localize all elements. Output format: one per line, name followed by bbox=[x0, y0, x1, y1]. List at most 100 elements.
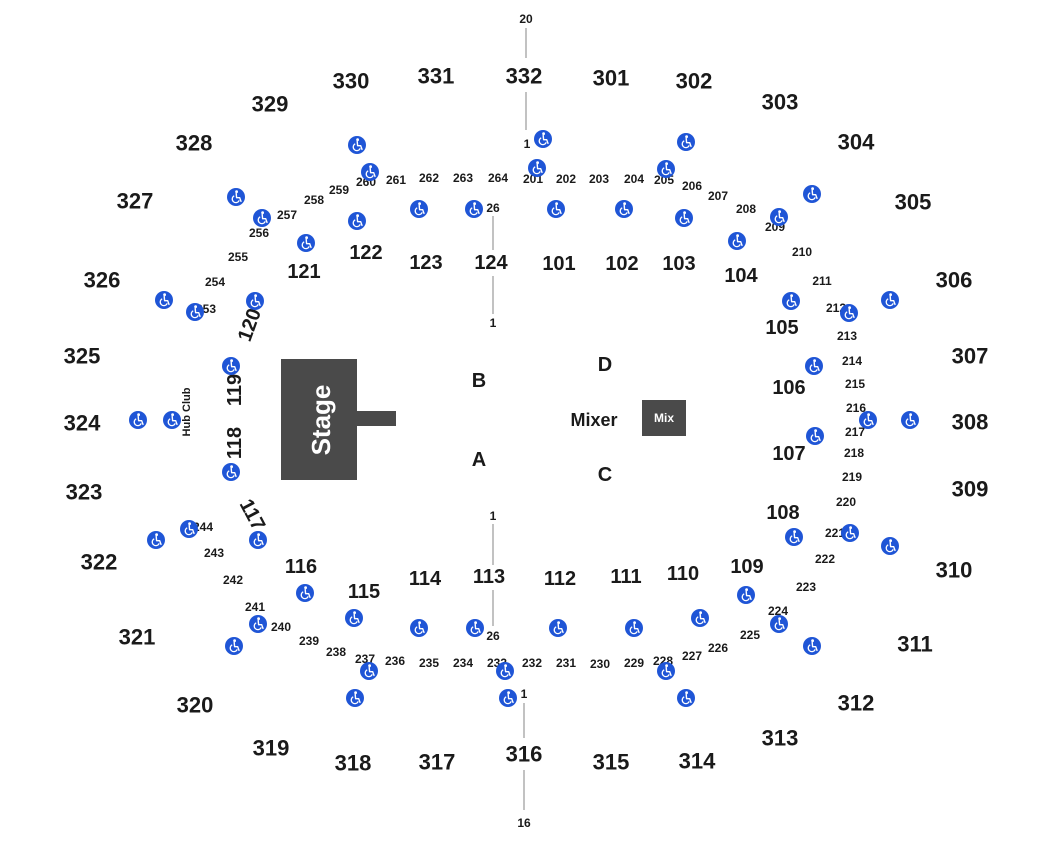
section-204[interactable]: 204 bbox=[624, 172, 644, 186]
section-202[interactable]: 202 bbox=[556, 172, 576, 186]
section-203[interactable]: 203 bbox=[589, 172, 609, 186]
section-243[interactable]: 243 bbox=[204, 546, 224, 560]
section-331[interactable]: 331 bbox=[418, 64, 455, 89]
section-323[interactable]: 323 bbox=[66, 480, 103, 505]
section-307[interactable]: 307 bbox=[952, 344, 989, 369]
section-264[interactable]: 264 bbox=[488, 171, 508, 185]
section-206[interactable]: 206 bbox=[682, 179, 702, 193]
section-238[interactable]: 238 bbox=[326, 645, 346, 659]
section-325[interactable]: 325 bbox=[64, 344, 101, 369]
mixer[interactable]: Mixer Mix bbox=[570, 400, 686, 436]
section-115[interactable]: 115 bbox=[348, 581, 380, 603]
section-215[interactable]: 215 bbox=[845, 377, 865, 391]
section-123[interactable]: 123 bbox=[409, 252, 442, 274]
section-211[interactable]: 211 bbox=[812, 274, 832, 288]
section-312[interactable]: 312 bbox=[838, 691, 875, 716]
section-313[interactable]: 313 bbox=[762, 726, 799, 751]
section-107[interactable]: 107 bbox=[772, 443, 805, 465]
section-120[interactable]: 120 bbox=[234, 306, 266, 345]
section-230[interactable]: 230 bbox=[590, 657, 610, 671]
section-327[interactable]: 327 bbox=[117, 189, 154, 214]
section-319[interactable]: 319 bbox=[253, 736, 290, 761]
section-223[interactable]: 223 bbox=[796, 580, 816, 594]
section-112[interactable]: 112 bbox=[544, 568, 576, 590]
section-241[interactable]: 241 bbox=[245, 600, 265, 614]
section-102[interactable]: 102 bbox=[605, 253, 638, 275]
section-254[interactable]: 254 bbox=[205, 275, 225, 289]
section-210[interactable]: 210 bbox=[792, 245, 812, 259]
section-124[interactable]: 124 bbox=[474, 252, 508, 274]
section-306[interactable]: 306 bbox=[936, 268, 973, 293]
section-302[interactable]: 302 bbox=[676, 69, 713, 94]
section-240[interactable]: 240 bbox=[271, 620, 291, 634]
section-219[interactable]: 219 bbox=[842, 470, 862, 484]
section-255[interactable]: 255 bbox=[228, 250, 248, 264]
section-244[interactable]: 244 bbox=[193, 520, 213, 534]
section-329[interactable]: 329 bbox=[252, 92, 289, 117]
floor-section-b[interactable]: B bbox=[472, 370, 486, 392]
section-263[interactable]: 263 bbox=[453, 171, 473, 185]
floor-section-d[interactable]: D bbox=[598, 354, 612, 376]
section-226[interactable]: 226 bbox=[708, 641, 728, 655]
section-217[interactable]: 217 bbox=[845, 425, 865, 439]
section-258[interactable]: 258 bbox=[304, 193, 324, 207]
section-118[interactable]: 118 bbox=[224, 427, 246, 459]
section-308[interactable]: 308 bbox=[952, 410, 989, 435]
section-218[interactable]: 218 bbox=[844, 446, 864, 460]
section-227[interactable]: 227 bbox=[682, 649, 702, 663]
floor-section-c[interactable]: C bbox=[598, 464, 612, 486]
section-234[interactable]: 234 bbox=[453, 656, 473, 670]
section-304[interactable]: 304 bbox=[838, 130, 875, 155]
section-314[interactable]: 314 bbox=[679, 749, 716, 774]
section-321[interactable]: 321 bbox=[119, 625, 156, 650]
section-231[interactable]: 231 bbox=[556, 656, 576, 670]
section-235[interactable]: 235 bbox=[419, 656, 439, 670]
section-318[interactable]: 318 bbox=[335, 751, 372, 776]
section-113[interactable]: 113 bbox=[473, 566, 505, 588]
section-322[interactable]: 322 bbox=[81, 550, 118, 575]
section-208[interactable]: 208 bbox=[736, 202, 756, 216]
section-328[interactable]: 328 bbox=[176, 131, 213, 156]
stage[interactable]: Stage bbox=[281, 359, 396, 480]
section-257[interactable]: 257 bbox=[277, 208, 297, 222]
section-320[interactable]: 320 bbox=[177, 693, 214, 718]
section-316[interactable]: 316 bbox=[506, 742, 543, 767]
section-330[interactable]: 330 bbox=[333, 69, 370, 94]
section-242[interactable]: 242 bbox=[223, 573, 243, 587]
section-236[interactable]: 236 bbox=[385, 654, 405, 668]
section-229[interactable]: 229 bbox=[624, 656, 644, 670]
section-213[interactable]: 213 bbox=[837, 329, 857, 343]
floor-section-a[interactable]: A bbox=[472, 449, 486, 471]
section-214[interactable]: 214 bbox=[842, 354, 862, 368]
section-225[interactable]: 225 bbox=[740, 628, 760, 642]
section-305[interactable]: 305 bbox=[895, 190, 932, 215]
section-317[interactable]: 317 bbox=[419, 750, 456, 775]
section-121[interactable]: 121 bbox=[287, 261, 320, 283]
section-122[interactable]: 122 bbox=[349, 242, 382, 264]
section-207[interactable]: 207 bbox=[708, 189, 728, 203]
section-117[interactable]: 117 bbox=[235, 496, 270, 535]
section-101[interactable]: 101 bbox=[542, 253, 575, 275]
section-332[interactable]: 332 bbox=[506, 64, 543, 89]
section-301[interactable]: 301 bbox=[593, 66, 630, 91]
section-109[interactable]: 109 bbox=[730, 556, 763, 578]
section-315[interactable]: 315 bbox=[593, 750, 630, 775]
section-111[interactable]: 111 bbox=[610, 566, 641, 588]
section-110[interactable]: 110 bbox=[667, 563, 699, 585]
section-104[interactable]: 104 bbox=[724, 265, 758, 287]
section-221[interactable]: 221 bbox=[825, 526, 845, 540]
section-108[interactable]: 108 bbox=[766, 502, 799, 524]
section-105[interactable]: 105 bbox=[765, 317, 798, 339]
section-259[interactable]: 259 bbox=[329, 183, 349, 197]
section-222[interactable]: 222 bbox=[815, 552, 835, 566]
section-103[interactable]: 103 bbox=[662, 253, 695, 275]
section-311[interactable]: 311 bbox=[897, 632, 933, 657]
section-116[interactable]: 116 bbox=[285, 556, 317, 578]
section-220[interactable]: 220 bbox=[836, 495, 856, 509]
section-310[interactable]: 310 bbox=[936, 558, 973, 583]
section-114[interactable]: 114 bbox=[409, 568, 442, 590]
section-232[interactable]: 232 bbox=[522, 656, 542, 670]
section-216[interactable]: 216 bbox=[846, 401, 866, 415]
section-324[interactable]: 324 bbox=[64, 411, 101, 436]
section-239[interactable]: 239 bbox=[299, 634, 319, 648]
